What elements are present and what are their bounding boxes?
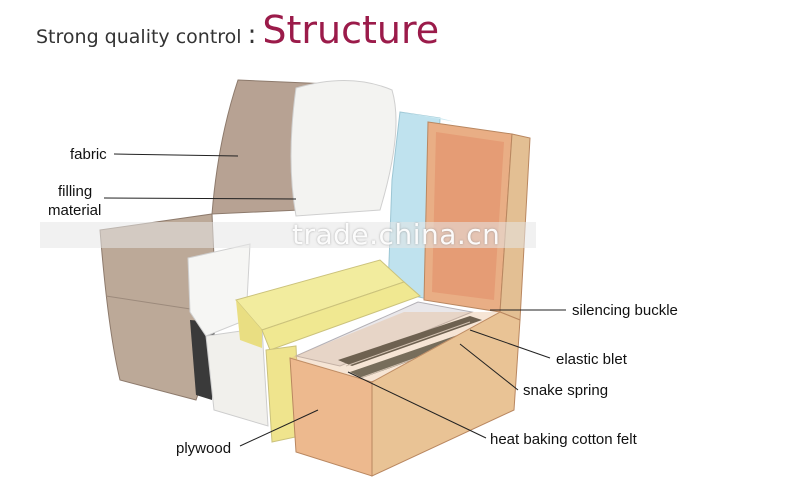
header-subtitle: Strong quality control <box>36 26 242 48</box>
cotton-felt <box>294 301 474 367</box>
label-silencing-buckle: silencing buckle <box>572 302 678 319</box>
filling-leader <box>103 197 297 200</box>
plywood-back-inner <box>432 132 504 300</box>
foam-yellow-front <box>261 281 421 351</box>
label-fabric: fabric <box>70 146 107 163</box>
watermark: trade.china.cn <box>292 218 501 251</box>
plywood-side <box>371 311 521 477</box>
label-heat-baking: heat baking cotton felt <box>490 431 637 448</box>
label-elastic-belt: elastic blet <box>556 351 627 368</box>
snake-spring-leader <box>459 343 519 391</box>
heat-baking-leader <box>347 371 487 439</box>
plywood-top-edge <box>290 312 500 382</box>
header-separator: : <box>247 20 257 50</box>
label-plywood: plywood <box>176 440 232 457</box>
foam-blue-top <box>400 112 456 122</box>
plywood-leader <box>239 409 319 447</box>
header: Strong quality control : Structure <box>36 8 439 52</box>
label-filling-line1: filling <box>58 183 93 200</box>
fabric-leader <box>113 153 239 157</box>
foam-yellow-seat-front <box>236 300 262 348</box>
label-snake-spring: snake spring <box>523 382 609 399</box>
watermark-band <box>40 222 536 248</box>
filling-back <box>290 79 397 217</box>
elastic-belt-leader <box>469 329 551 359</box>
leader-lines <box>103 153 566 447</box>
label-filling-line2: material <box>48 202 102 219</box>
header-title: Structure <box>262 8 440 52</box>
